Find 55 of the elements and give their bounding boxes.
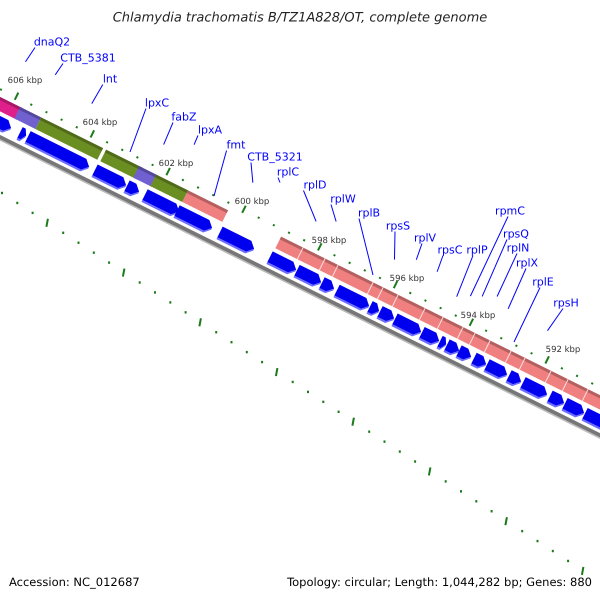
leader-line <box>496 253 518 297</box>
gene-label: rplX <box>516 258 538 268</box>
leader-line <box>394 231 396 260</box>
gene-label: rpsS <box>386 220 410 232</box>
leader-line <box>163 122 174 146</box>
leader-line <box>278 177 280 183</box>
leader-line <box>54 63 64 76</box>
leader-line <box>482 239 508 297</box>
position-label: 598 kbp <box>312 236 346 246</box>
position-label: 606 kbp <box>8 76 42 86</box>
gene-label: CTB_5381 <box>60 52 116 64</box>
gene-label: fabZ <box>171 112 197 122</box>
gene-label: CTB_5321 <box>247 152 303 162</box>
title: Chlamydia trachomatis B/TZ1A828/OT, complete genome <box>112 12 488 24</box>
gene-label: rplB <box>358 208 380 218</box>
gene-label: rplE <box>532 276 554 288</box>
position-label: 602 kbp <box>158 160 194 168</box>
gene-label: rpsQ <box>503 228 529 240</box>
leader-line <box>436 255 444 272</box>
position-label: 596 kbp <box>390 274 424 284</box>
gene-label: rplW <box>330 194 356 204</box>
gene-label: lpxC <box>144 98 170 108</box>
leader-line <box>25 47 36 62</box>
position-label: 592 kbp <box>546 346 580 354</box>
gene-label: rpmC <box>495 206 525 216</box>
leader-line <box>508 268 526 310</box>
gene-label: rplN <box>506 242 530 254</box>
position-label: 600 kbp <box>234 198 270 206</box>
leader-line <box>456 255 474 298</box>
leader-line <box>358 218 374 276</box>
leader-line <box>330 204 337 222</box>
gene-label: rplC <box>276 166 300 178</box>
gene-label: rpsH <box>553 298 579 308</box>
leader-line <box>91 84 104 104</box>
leader-line <box>546 308 564 332</box>
gene-label: rplD <box>303 180 327 190</box>
leader-line <box>470 216 508 297</box>
leader-line <box>214 150 228 196</box>
leader-line <box>416 243 422 260</box>
genome-summary-text: Topology: circular; Length: 1,044,282 bp; Genes: 880 <box>287 575 592 589</box>
leader-line <box>302 190 317 222</box>
gene-label: rpsC <box>438 244 462 256</box>
leader-line <box>194 135 198 146</box>
position-label: 594 kbp <box>460 312 496 320</box>
leader-line <box>130 108 146 152</box>
gene-label: rplV <box>414 232 436 244</box>
gene-label: fmt <box>226 140 246 150</box>
gene-label: dnaQ2 <box>34 36 70 48</box>
gene-label: rplP <box>466 244 488 256</box>
leader-line <box>250 162 254 184</box>
accession-text: Accession: NC_012687 <box>9 575 140 589</box>
gene-label: lnt <box>102 74 118 84</box>
gene-label: lpxA <box>198 124 222 136</box>
leader-line <box>514 287 540 342</box>
position-label: 604 kbp <box>82 118 118 128</box>
